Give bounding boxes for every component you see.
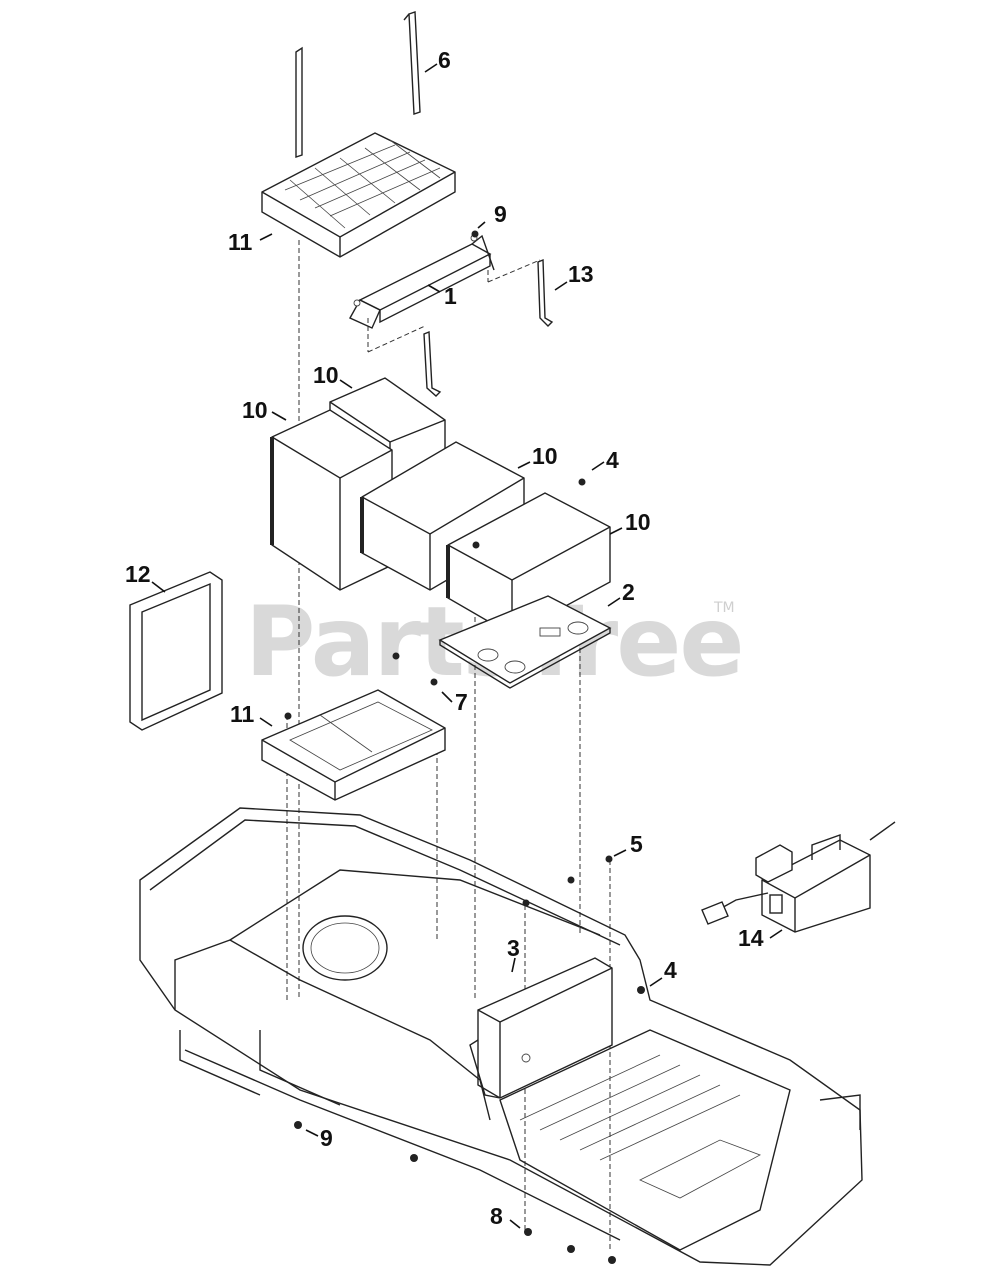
callout-7: 7	[455, 689, 468, 715]
callout-12: 12	[125, 561, 151, 587]
callout-10-right: 10	[625, 509, 651, 535]
leader-lines	[151, 63, 783, 1229]
callout-11-top: 11	[228, 229, 253, 255]
hold-down-rod-13	[423, 258, 554, 397]
battery-charger-14	[701, 821, 896, 933]
callout-2: 2	[622, 579, 635, 605]
mower-frame	[139, 807, 863, 1266]
battery-tray-top-11	[261, 132, 456, 258]
callout-9-top: 9	[494, 201, 507, 227]
callout-11-bottom: 11	[230, 701, 255, 727]
callout-labels: 6 9 11 1 13 10 10 10 4 10 12 2 7 11 5 14…	[125, 47, 764, 1229]
callout-10-left: 10	[242, 397, 268, 423]
battery-plate-2	[438, 595, 612, 689]
callout-3: 3	[507, 935, 520, 961]
callout-6: 6	[438, 47, 451, 73]
callout-5: 5	[630, 831, 643, 857]
callout-4-upper: 4	[606, 447, 619, 473]
watermark-trademark: TM	[713, 600, 735, 616]
hold-down-rod-left	[295, 46, 303, 158]
callout-10-middle: 10	[532, 443, 558, 469]
battery-tray-bottom-11	[261, 689, 446, 801]
callout-10-back: 10	[313, 362, 339, 388]
hold-down-bracket-1	[349, 234, 495, 329]
callout-13: 13	[568, 261, 594, 287]
side-panel-12	[129, 571, 223, 731]
mounting-box-3	[469, 957, 613, 1099]
callout-9-bottom: 9	[320, 1125, 333, 1151]
callout-8: 8	[490, 1203, 503, 1229]
callout-4-lower: 4	[664, 957, 677, 983]
callout-1: 1	[444, 283, 457, 309]
callout-14: 14	[738, 925, 764, 951]
battery-10-right	[446, 492, 611, 636]
hold-down-rod-6	[403, 11, 421, 115]
